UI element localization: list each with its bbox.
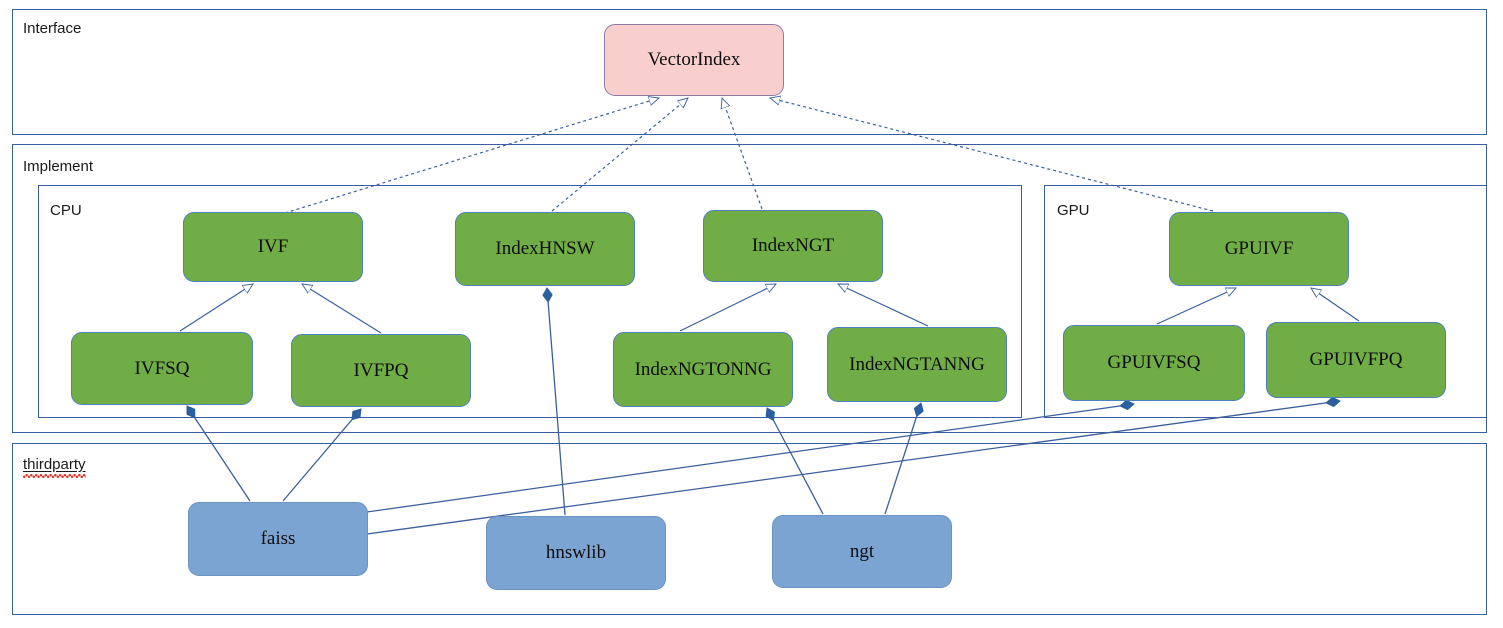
node-label-gpuivf: GPUIVF (1224, 238, 1294, 259)
node-indexngtanng[interactable]: IndexNGTANNG (827, 327, 1007, 402)
edge-faiss-ivfpq (282, 409, 361, 502)
group-label-implement: Implement (23, 158, 94, 175)
node-label-hnswlib: hnswlib (545, 542, 607, 563)
edge-ivfpq-ivf (302, 284, 382, 334)
node-ngt[interactable]: ngt (772, 515, 952, 588)
group-label-thirdparty: thirdparty (23, 456, 86, 478)
group-label-cpu: CPU (50, 202, 82, 219)
edge-indexhnsw-vectorindex (551, 98, 688, 212)
node-ivfsq[interactable]: IVFSQ (71, 332, 253, 405)
group-cpu (38, 185, 1022, 418)
edge-indexngt-vectorindex (722, 98, 763, 210)
node-label-ivf: IVF (257, 236, 289, 257)
edge-ngt-ngtonng (767, 408, 824, 515)
group-gpu (1044, 185, 1487, 418)
node-label-ngt: ngt (849, 540, 875, 562)
node-gpuivfpq[interactable]: GPUIVFPQ (1266, 322, 1446, 398)
edge-faiss-gpuivfsq (366, 404, 1134, 513)
node-gpuivf[interactable]: GPUIVF (1169, 212, 1349, 286)
edge-ngt-ngtanng (884, 403, 921, 515)
edge-gpuivfpq-gpuivf (1311, 288, 1360, 322)
edge-ivf-vectorindex (284, 98, 659, 214)
node-label-ivfsq: IVFSQ (134, 357, 190, 379)
node-indexhnsw[interactable]: IndexHNSW (455, 212, 635, 286)
node-label-vectorindex: VectorIndex (647, 49, 741, 70)
edge-ngtonng-indexngt (679, 283, 776, 332)
edge-gpuivf-vectorindex (770, 98, 1214, 212)
node-label-indexhnsw: IndexHNSW (495, 238, 595, 259)
node-indexngt[interactable]: IndexNGT (703, 210, 883, 282)
group-interface (12, 9, 1487, 135)
node-vectorindex[interactable]: VectorIndex (604, 24, 784, 96)
node-indexngtonng[interactable]: IndexNGTONNG (613, 332, 793, 407)
edge-ngtanng-indexngt (838, 283, 929, 327)
node-label-ivfpq: IVFPQ (353, 359, 409, 381)
group-label-gpu: GPU (1057, 202, 1090, 219)
edge-faiss-gpuivfpq (366, 401, 1340, 535)
node-label-gpuivfpq: GPUIVFPQ (1309, 349, 1403, 370)
node-label-indexngtanng: IndexNGTANNG (849, 353, 985, 375)
node-label-indexngt: IndexNGT (751, 235, 835, 256)
group-thirdparty (12, 443, 1487, 615)
node-ivf[interactable]: IVF (183, 212, 363, 282)
group-label-interface: Interface (23, 20, 82, 37)
node-label-faiss: faiss (260, 528, 296, 549)
edge-gpuivfsq-gpuivf (1156, 287, 1236, 325)
edge-ivfsq-ivf (179, 284, 253, 332)
node-label-indexngtonng: IndexNGTONNG (634, 358, 772, 380)
edge-hnswlib-indexhnsw (547, 288, 566, 516)
node-hnswlib[interactable]: hnswlib (486, 516, 666, 590)
node-label-gpuivfsq: GPUIVFSQ (1107, 352, 1201, 373)
node-ivfpq[interactable]: IVFPQ (291, 334, 471, 407)
node-gpuivfsq[interactable]: GPUIVFSQ (1063, 325, 1245, 401)
node-faiss[interactable]: faiss (188, 502, 368, 576)
edge-faiss-ivfsq (186, 406, 251, 502)
